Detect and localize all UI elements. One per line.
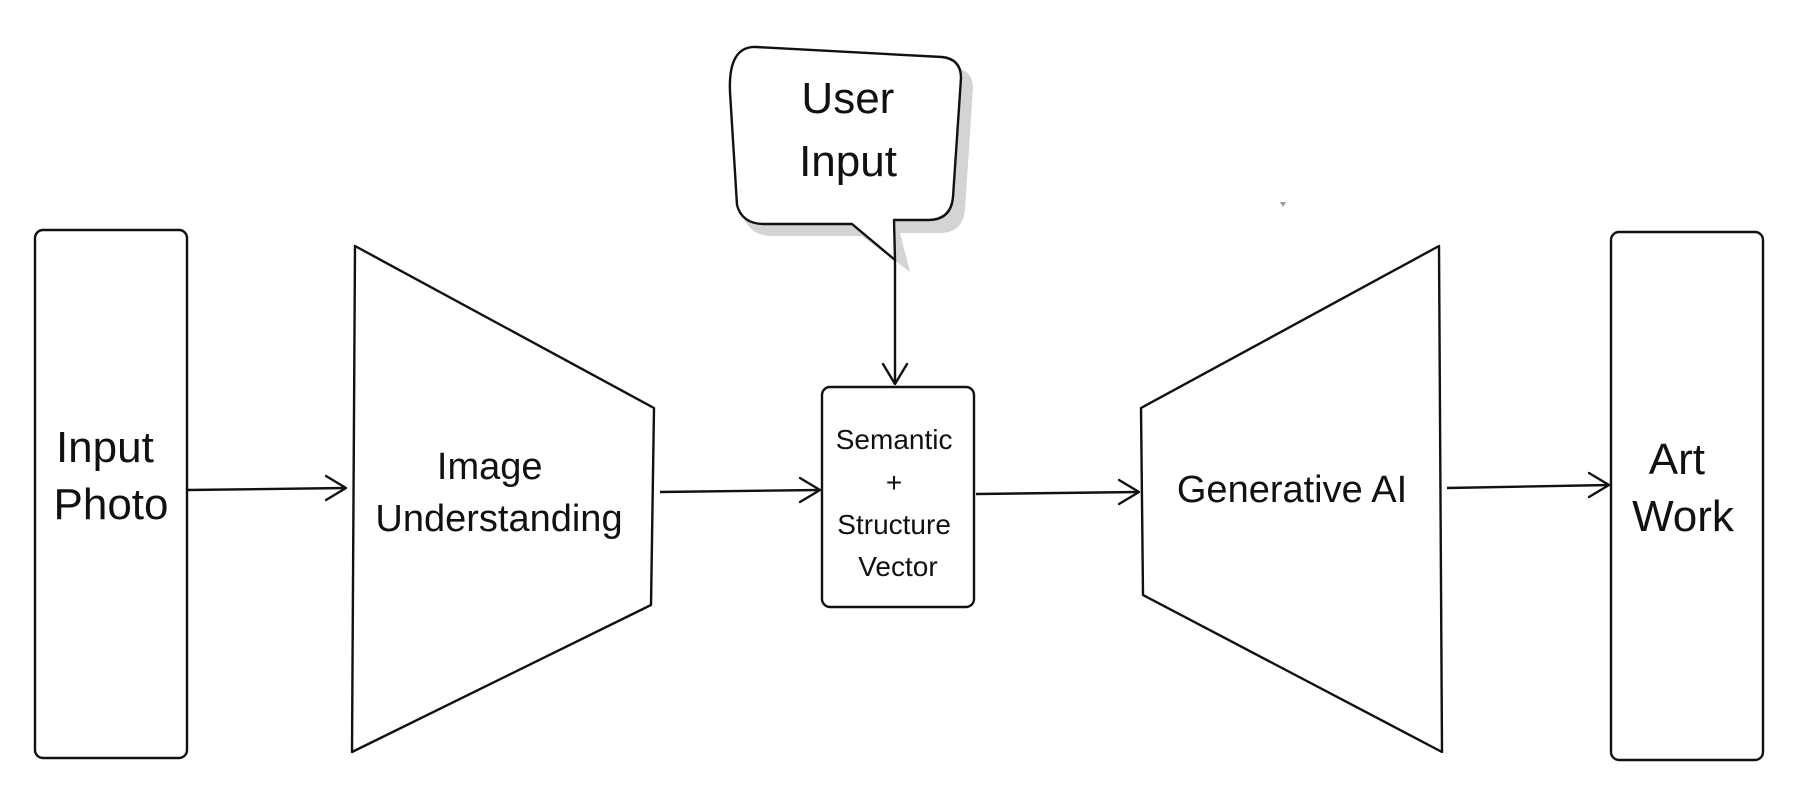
input-photo-label-line-2: Photo bbox=[54, 480, 169, 529]
art-work-label: Art Work bbox=[1632, 435, 1735, 541]
arrow-photo-to-understanding bbox=[186, 474, 348, 502]
vector-box bbox=[820, 385, 976, 609]
image-understanding-label-line-1: Image bbox=[437, 446, 543, 488]
vector-label: Semantic + Structure Vector bbox=[836, 424, 961, 582]
art-work-box bbox=[1609, 230, 1765, 762]
arrow-understanding-to-vector bbox=[659, 476, 822, 504]
image-understanding-label: Image Understanding bbox=[375, 446, 622, 540]
generative-ai-trapezoid bbox=[1139, 244, 1444, 754]
stray-mark bbox=[1280, 202, 1286, 207]
input-photo-label-line-1: Input bbox=[56, 423, 154, 472]
generative-ai-label: Generative AI bbox=[1177, 469, 1407, 511]
vector-label-line-4: Vector bbox=[858, 551, 937, 582]
user-input-label-line-2: Input bbox=[799, 137, 897, 186]
art-work-label-line-2: Work bbox=[1632, 492, 1735, 541]
vector-label-line-1: Semantic bbox=[836, 424, 953, 455]
user-input-label: User Input bbox=[799, 74, 907, 186]
input-photo-label: Input Photo bbox=[54, 423, 169, 529]
vector-label-line-2: + bbox=[886, 467, 902, 498]
arrow-vector-to-generative bbox=[975, 478, 1141, 506]
arrow-user-input-to-vector bbox=[881, 260, 909, 386]
art-work-label-line-1: Art bbox=[1649, 435, 1705, 484]
image-understanding-label-line-2: Understanding bbox=[375, 498, 622, 540]
generative-ai-label-line-1: Generative AI bbox=[1177, 469, 1407, 511]
image-understanding-trapezoid bbox=[350, 244, 656, 754]
user-input-label-line-1: User bbox=[801, 74, 894, 123]
vector-label-line-3: Structure bbox=[837, 509, 951, 540]
arrow-generative-to-artwork bbox=[1446, 471, 1611, 499]
input-photo-box bbox=[33, 228, 189, 760]
